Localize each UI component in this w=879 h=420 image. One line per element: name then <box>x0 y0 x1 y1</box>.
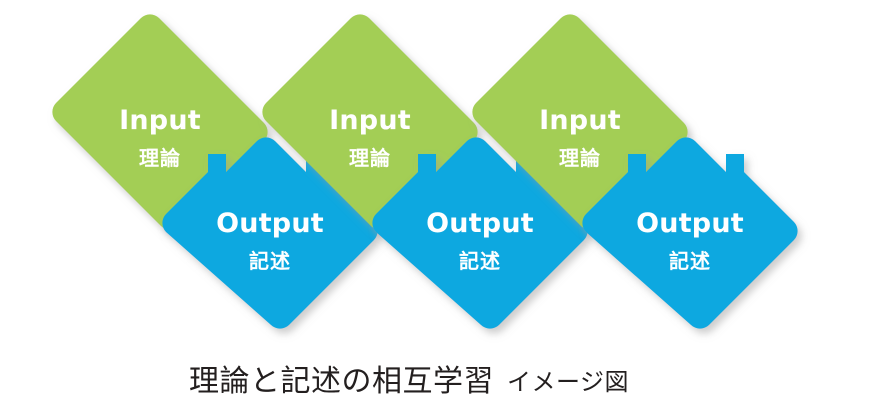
diamond-pair-2: Input 理論 Output 記述 <box>262 14 588 329</box>
caption-sub: イメージ図 <box>507 368 629 396</box>
input-subtitle-1: 理論 <box>139 146 181 170</box>
input-subtitle-3: 理論 <box>559 146 601 170</box>
input-title-3: Input <box>539 105 621 136</box>
caption-main: 理論と記述の相互学習 <box>189 364 494 399</box>
input-subtitle-2: 理論 <box>349 146 391 170</box>
output-subtitle-3: 記述 <box>669 249 711 273</box>
output-subtitle-2: 記述 <box>459 249 501 273</box>
output-title-3: Output <box>636 208 744 239</box>
output-title-2: Output <box>426 208 534 239</box>
output-diamond-2[interactable]: Output 記述 <box>372 137 588 329</box>
output-diamond-1[interactable]: Output 記述 <box>162 137 378 329</box>
output-title-1: Output <box>216 208 324 239</box>
diamond-pair-3: Input 理論 Output 記述 <box>472 14 798 329</box>
input-title-1: Input <box>119 105 201 136</box>
caption: 理論と記述の相互学習 イメージ図 <box>189 364 629 399</box>
output-subtitle-1: 記述 <box>249 249 291 273</box>
output-diamond-3[interactable]: Output 記述 <box>582 137 798 329</box>
input-title-2: Input <box>329 105 411 136</box>
diamond-pair-1: Input 理論 Output 記述 <box>52 14 378 329</box>
